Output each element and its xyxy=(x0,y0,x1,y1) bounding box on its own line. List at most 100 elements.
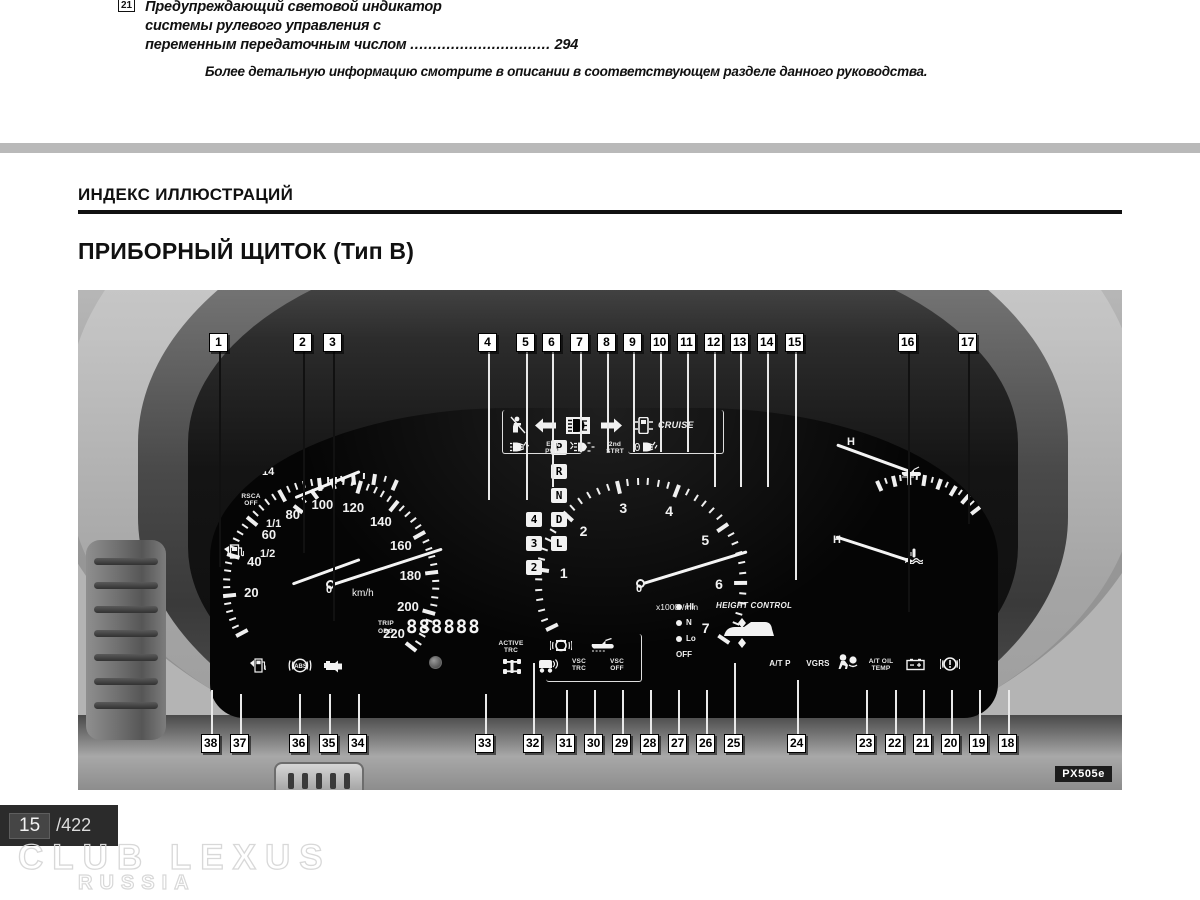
trip-reset-button[interactable] xyxy=(429,656,442,669)
callout-leader-line xyxy=(795,352,797,580)
callout-7[interactable]: 7 xyxy=(570,333,589,352)
gauge-scale-number: 100 xyxy=(311,497,334,513)
height-control-off-label: OFF xyxy=(676,650,692,659)
height-control-n-label: N xyxy=(686,618,692,627)
height-control-n-dot xyxy=(676,620,682,626)
height-control-hi-label: HI xyxy=(686,602,694,611)
toc-line-2: системы рулевого управления с xyxy=(145,18,381,34)
callout-leader-line xyxy=(714,352,716,487)
callout-leader-line xyxy=(650,690,652,734)
section-heading: ИНДЕКС ИЛЛЮСТРАЦИЙ xyxy=(78,185,294,204)
callout-leader-line xyxy=(734,663,736,734)
callout-6[interactable]: 6 xyxy=(542,333,561,352)
callout-1[interactable]: 1 xyxy=(209,333,228,352)
callout-32[interactable]: 32 xyxy=(523,734,543,753)
brake-warning-icon xyxy=(550,639,572,652)
callout-27[interactable]: 27 xyxy=(668,734,688,753)
callout-leader-line xyxy=(633,352,635,452)
callout-29[interactable]: 29 xyxy=(612,734,632,753)
callout-38[interactable]: 38 xyxy=(201,734,221,753)
callout-25[interactable]: 25 xyxy=(724,734,744,753)
callout-18[interactable]: 18 xyxy=(998,734,1018,753)
indicator-group-outline-right xyxy=(628,410,724,454)
callout-30[interactable]: 30 xyxy=(584,734,604,753)
callout-leader-line xyxy=(533,663,535,734)
gear-position-display: P R N D L 4 3 2 xyxy=(210,408,998,718)
callout-5[interactable]: 5 xyxy=(516,333,535,352)
callout-23[interactable]: 23 xyxy=(856,734,876,753)
height-control-vehicle-icon xyxy=(724,618,774,648)
abs-icon: ABS xyxy=(288,658,312,673)
gauge-scale-number: 2 xyxy=(579,523,588,540)
fuel-pump-icon xyxy=(224,544,244,559)
callout-leader-line xyxy=(240,694,242,734)
page-number-total: /422 xyxy=(56,815,92,835)
callout-21[interactable]: 21 xyxy=(913,734,933,753)
callout-12[interactable]: 12 xyxy=(704,333,724,352)
callout-28[interactable]: 28 xyxy=(640,734,660,753)
height-control-lo-dot xyxy=(676,636,682,642)
callout-leader-line xyxy=(797,680,799,734)
door-ajar-icon xyxy=(634,417,653,434)
callout-34[interactable]: 34 xyxy=(348,734,368,753)
callout-17[interactable]: 17 xyxy=(958,333,978,352)
callout-19[interactable]: 19 xyxy=(969,734,989,753)
callout-36[interactable]: 36 xyxy=(289,734,309,753)
turn-right-icon xyxy=(601,418,622,433)
callout-9[interactable]: 9 xyxy=(623,333,642,352)
oil-pressure-high-label: H xyxy=(847,436,855,448)
toc-entry-text: Предупреждающий световой индикатор систе… xyxy=(145,0,578,55)
callout-leader-line xyxy=(767,352,769,487)
callout-16[interactable]: 16 xyxy=(898,333,918,352)
coolant-temp-high-label: H xyxy=(833,534,841,546)
callout-leader-line xyxy=(908,352,910,612)
callout-4[interactable]: 4 xyxy=(478,333,497,352)
callout-leader-line xyxy=(358,694,360,734)
gear-P: P xyxy=(551,440,567,455)
tachometer-zero: 0 xyxy=(636,583,643,595)
callout-leader-line xyxy=(968,352,970,524)
callout-33[interactable]: 33 xyxy=(475,734,495,753)
callout-leader-line xyxy=(979,690,981,734)
callout-2[interactable]: 2 xyxy=(293,333,312,352)
gear-4: 4 xyxy=(526,512,542,527)
airbag-icon xyxy=(838,654,858,669)
callout-leader-line xyxy=(706,690,708,734)
callout-26[interactable]: 26 xyxy=(696,734,716,753)
callout-37[interactable]: 37 xyxy=(230,734,250,753)
callout-24[interactable]: 24 xyxy=(787,734,807,753)
callout-22[interactable]: 22 xyxy=(885,734,905,753)
callout-leader-line xyxy=(566,690,568,734)
callout-35[interactable]: 35 xyxy=(319,734,339,753)
page-number-current[interactable]: 15 xyxy=(9,812,51,839)
vgrs-indicator: VGRS xyxy=(806,659,830,668)
height-control-lo-label: Lo xyxy=(686,634,696,643)
callout-14[interactable]: 14 xyxy=(757,333,777,352)
callout-leader-line xyxy=(303,352,305,553)
gear-R: R xyxy=(551,464,567,479)
callout-3[interactable]: 3 xyxy=(323,333,342,352)
height-control-hi-dot xyxy=(676,604,682,610)
gauge-scale-number: 5 xyxy=(701,531,710,548)
callout-31[interactable]: 31 xyxy=(556,734,576,753)
callout-10[interactable]: 10 xyxy=(650,333,670,352)
callout-11[interactable]: 11 xyxy=(677,333,696,352)
callout-20[interactable]: 20 xyxy=(941,734,961,753)
voltmeter-mid-label: 14 xyxy=(262,466,275,478)
section-heading-rule xyxy=(78,210,1122,214)
callout-leader-line xyxy=(211,690,213,734)
brake-system-icon xyxy=(940,657,960,671)
gauge-scale-number: 200 xyxy=(397,598,419,614)
callout-leader-line xyxy=(580,352,582,452)
headlight-switch-pod[interactable] xyxy=(274,762,364,790)
callout-leader-line xyxy=(219,352,221,567)
callout-15[interactable]: 15 xyxy=(785,333,805,352)
callout-8[interactable]: 8 xyxy=(597,333,616,352)
gear-2: 2 xyxy=(526,560,542,575)
callout-leader-line xyxy=(488,352,490,500)
callout-13[interactable]: 13 xyxy=(730,333,750,352)
